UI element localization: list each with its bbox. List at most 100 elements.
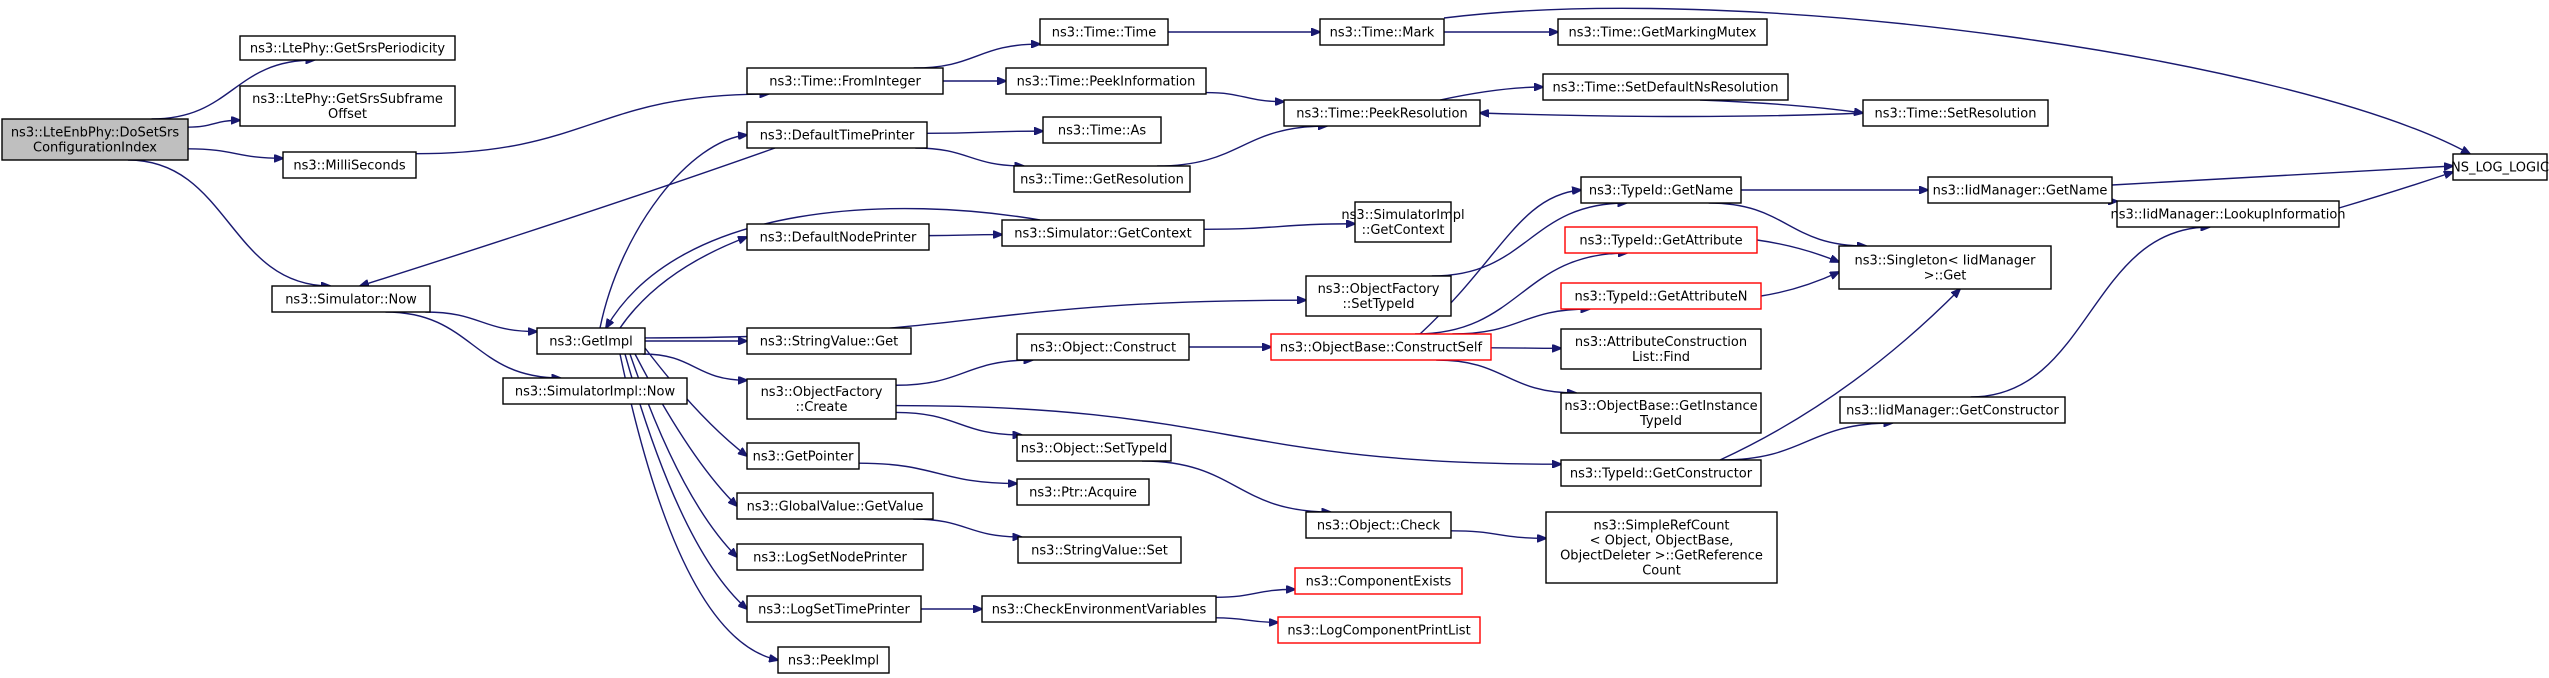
node-peekImpl[interactable]: ns3::PeekImpl [777,646,890,674]
edge-defaultTimePrinter-to-timeAs [926,131,1043,133]
node-globalValueGetValue[interactable]: ns3::GlobalValue::GetValue [736,492,934,520]
node-typeIdGetAttribute[interactable]: ns3::TypeId::GetAttribute [1564,226,1758,254]
edge-objCheck-to-simpleRefCount [1450,530,1546,539]
node-componentExists[interactable]: ns3::ComponentExists [1294,567,1463,595]
node-timeTime[interactable]: ns3::Time::Time [1039,18,1169,46]
node-simImplGetContext[interactable]: ns3::SimulatorImpl::GetContext [1341,201,1465,243]
node-ofCreate[interactable]: ns3::ObjectFactory::Create [746,378,897,420]
node-getMarkingMutex[interactable]: ns3::Time::GetMarkingMutex [1557,18,1768,46]
node-label: ns3::ObjectFactory [761,385,883,400]
node-logSetNodePrinter[interactable]: ns3::LogSetNodePrinter [736,543,924,571]
edge-typeIdGetConstructor-to-iidGetConstructor [1721,423,1892,461]
node-label: ns3::DefaultNodePrinter [760,231,917,246]
node-timeMark[interactable]: ns3::Time::Mark [1319,18,1445,46]
node-label: ns3::TypeId::GetName [1589,184,1733,199]
node-defaultNodePrinter[interactable]: ns3::DefaultNodePrinter [746,223,930,251]
edges-layer [127,7,2470,660]
node-box [1016,434,1172,462]
edge-timeMark-to-nsLogLogic [1443,7,2470,154]
node-defaultTimePrinter[interactable]: ns3::DefaultTimePrinter [746,121,928,149]
node-label: ns3::GetImpl [549,335,633,350]
edge-simGetContext-to-getImpl [606,207,1041,328]
node-label: ns3::SimpleRefCount [1593,519,1729,534]
edge-typeIdGetConstructor-to-singletonGet [1719,289,1960,461]
node-simImplNow[interactable]: ns3::SimulatorImpl::Now [502,377,688,405]
node-milliSeconds[interactable]: ns3::MilliSeconds [282,151,417,179]
edge-typeIdGetName-to-singletonGet [1708,202,1867,246]
node-singletonGet[interactable]: ns3::Singleton< IidManager>::Get [1838,245,2052,290]
node-simGetContext[interactable]: ns3::Simulator::GetContext [1001,219,1205,247]
edge-iidGetName-to-nsLogLogic [2111,166,2453,186]
node-label: List::Find [1632,350,1690,365]
node-objCheck[interactable]: ns3::Object::Check [1305,511,1452,539]
node-typeIdGetName[interactable]: ns3::TypeId::GetName [1580,176,1742,204]
node-label: ns3::PeekImpl [788,654,879,669]
node-lookupInformation[interactable]: ns3::IidManager::LookupInformation [2110,200,2346,228]
node-label: >::Get [1924,269,1967,284]
edge-simNow-to-getImpl [425,311,537,332]
node-box [1283,99,1481,127]
node-getPointer[interactable]: ns3::GetPointer [746,442,860,470]
node-label: ObjectDeleter >::GetReference [1560,549,1763,564]
node-box [1560,328,1762,370]
node-label: ns3::LteEnbPhy::DoSetSrs [11,126,180,141]
node-typeIdGetAttributeN[interactable]: ns3::TypeId::GetAttributeN [1560,282,1762,310]
node-stringValueGet[interactable]: ns3::StringValue::Get [746,327,912,355]
node-objConstruct[interactable]: ns3::Object::Construct [1016,333,1190,361]
node-ofSetTypeId[interactable]: ns3::ObjectFactory::SetTypeId [1305,275,1452,317]
node-label: ns3::ComponentExists [1306,575,1452,590]
node-logSetTimePrinter[interactable]: ns3::LogSetTimePrinter [746,595,922,623]
edge-checkEnvVars-to-logComponentPrintList [1215,617,1278,623]
node-box [746,595,922,623]
node-label: TypeId [1639,414,1682,429]
node-iidGetName[interactable]: ns3::IidManager::GetName [1927,176,2113,204]
node-box [1001,219,1205,247]
edge-iidGetName-to-lookupInformation [2112,201,2117,202]
node-label: ns3::StringValue::Set [1031,544,1168,559]
node-label: ::GetContext [1362,223,1445,238]
node-timeAs[interactable]: ns3::Time::As [1042,116,1162,144]
node-box [1016,333,1190,361]
node-root[interactable]: ns3::LteEnbPhy::DoSetSrsConfigurationInd… [1,118,189,161]
node-label: ns3::Time::Mark [1330,26,1435,41]
node-iidGetConstructor[interactable]: ns3::IidManager::GetConstructor [1839,396,2066,424]
node-getImpl[interactable]: ns3::GetImpl [536,327,646,355]
node-box [2116,200,2340,228]
edge-getImpl-to-getPointer [644,347,747,456]
node-checkEnvVars[interactable]: ns3::CheckEnvironmentVariables [981,595,1217,623]
node-timeFromInteger[interactable]: ns3::Time::FromInteger [746,67,944,95]
node-objSetTypeId[interactable]: ns3::Object::SetTypeId [1016,434,1172,462]
node-label: ns3::IidManager::GetName [1933,184,2108,199]
node-box [536,327,646,355]
node-nsLogLogic[interactable]: NS_LOG_LOGIC [2451,153,2549,181]
node-constructSelf[interactable]: ns3::ObjectBase::ConstructSelf [1270,333,1492,361]
node-timePeekInformation[interactable]: ns3::Time::PeekInformation [1005,67,1207,95]
node-logComponentPrintList[interactable]: ns3::LogComponentPrintList [1277,616,1481,644]
node-label: ns3::MilliSeconds [293,159,406,174]
node-box [1016,478,1150,506]
node-stringValueSet[interactable]: ns3::StringValue::Set [1017,536,1182,564]
node-box [777,646,890,674]
edge-ofSetTypeId-to-typeIdGetName [1431,203,1627,277]
node-simNow[interactable]: ns3::Simulator::Now [271,285,431,313]
node-box [746,442,860,470]
node-simpleRefCount[interactable]: ns3::SimpleRefCount< Object, ObjectBase,… [1545,511,1778,584]
node-label: ns3::Time::Time [1052,26,1156,41]
edge-simGetContext-to-simImplGetContext [1203,224,1355,230]
node-ptrAcquire[interactable]: ns3::Ptr::Acquire [1016,478,1150,506]
node-getSrsPeriodicity[interactable]: ns3::LtePhy::GetSrsPeriodicity [239,35,456,61]
node-typeIdGetConstructor[interactable]: ns3::TypeId::GetConstructor [1560,459,1762,487]
node-box [502,377,688,405]
node-timePeekResolution[interactable]: ns3::Time::PeekResolution [1283,99,1481,127]
node-box [1557,18,1768,46]
node-label: ns3::AttributeConstruction [1575,335,1747,350]
node-label: ns3::Singleton< IidManager [1854,254,2036,269]
node-setDefaultNsResolution[interactable]: ns3::Time::SetDefaultNsResolution [1542,73,1789,101]
node-timeGetResolution[interactable]: ns3::Time::GetResolution [1013,165,1191,193]
node-box [1580,176,1742,204]
node-setResolution[interactable]: ns3::Time::SetResolution [1862,99,2049,127]
